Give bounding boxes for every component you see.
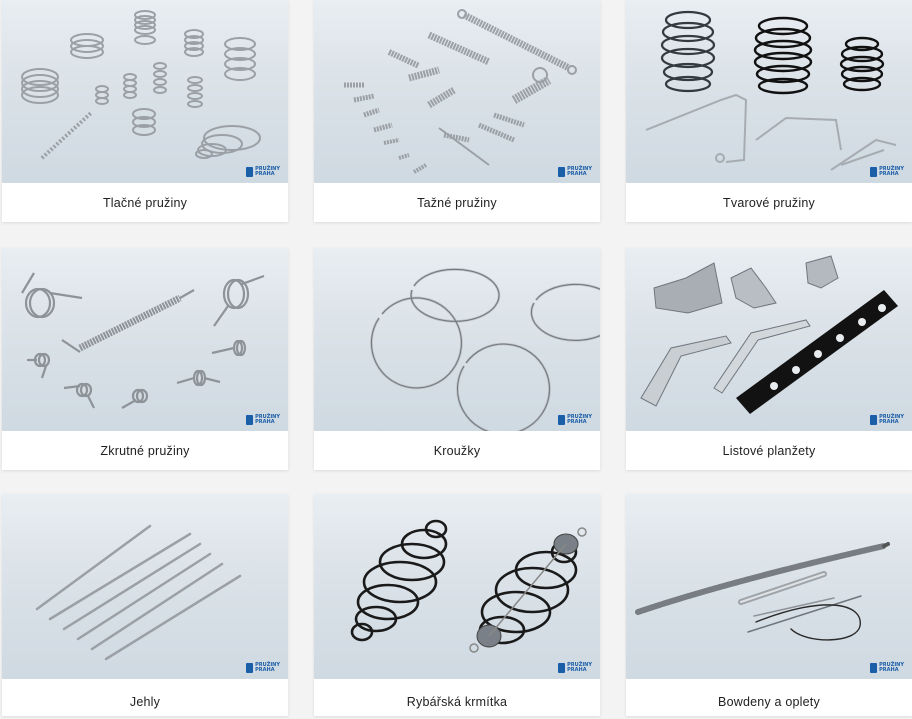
category-label[interactable]: Tlačné pružiny xyxy=(102,195,188,210)
brand-logo-icon xyxy=(246,415,254,425)
brand-line1: PRUŽINY xyxy=(255,662,280,668)
brand-line1: PRUŽINY xyxy=(567,662,592,668)
brand-logo-icon xyxy=(870,663,878,673)
brand-logo-icon xyxy=(558,415,566,425)
brand-logo-icon xyxy=(558,663,566,673)
brand-line2: PRAHA xyxy=(879,667,899,673)
needles-illustration xyxy=(35,524,242,661)
brand-line2: PRAHA xyxy=(255,419,275,425)
bowden-cables-illustration xyxy=(635,542,890,641)
brand-line2: PRAHA xyxy=(567,171,587,177)
brand-line2: PRAHA xyxy=(879,419,899,425)
brand-line1: PRUŽINY xyxy=(879,414,904,420)
rings-illustration xyxy=(370,268,600,431)
brand-line1: PRUŽINY xyxy=(879,662,904,668)
brand-line1: PRUŽINY xyxy=(255,166,280,172)
brand-line2: PRAHA xyxy=(567,667,587,673)
brand-logo-icon xyxy=(870,415,878,425)
wire-forms-illustration xyxy=(645,10,897,171)
category-label[interactable]: Rybářská krmítka xyxy=(406,694,508,709)
category-label[interactable]: Listové planžety xyxy=(722,443,816,458)
category-label[interactable]: Tažné pružiny xyxy=(417,195,497,210)
brand-line2: PRAHA xyxy=(255,667,275,673)
category-label[interactable]: Kroužky xyxy=(433,443,481,458)
brand-line2: PRAHA xyxy=(255,171,275,177)
brand-line2: PRAHA xyxy=(879,171,899,177)
extension-springs-illustration xyxy=(344,9,577,174)
category-label[interactable]: Jehly xyxy=(129,694,161,709)
brand-line1: PRUŽINY xyxy=(255,414,280,420)
category-label[interactable]: Tvarové pružiny xyxy=(723,195,815,210)
flat-springs-illustration xyxy=(640,255,898,414)
brand-logo-icon xyxy=(246,167,254,177)
brand-logo-icon xyxy=(246,663,254,673)
brand-line1: PRUŽINY xyxy=(567,414,592,420)
category-label[interactable]: Zkrutné pružiny xyxy=(100,443,190,458)
brand-line1: PRUŽINY xyxy=(879,166,904,172)
brand-line2: PRAHA xyxy=(567,419,587,425)
brand-line1: PRUŽINY xyxy=(567,166,592,172)
compression-springs-illustration xyxy=(21,10,261,160)
brand-logo-icon xyxy=(558,167,566,177)
brand-logo-icon xyxy=(870,167,878,177)
torsion-springs-illustration xyxy=(21,272,265,409)
category-label[interactable]: Bowdeny a oplety xyxy=(718,694,820,709)
fishing-feeders-illustration xyxy=(350,519,587,653)
